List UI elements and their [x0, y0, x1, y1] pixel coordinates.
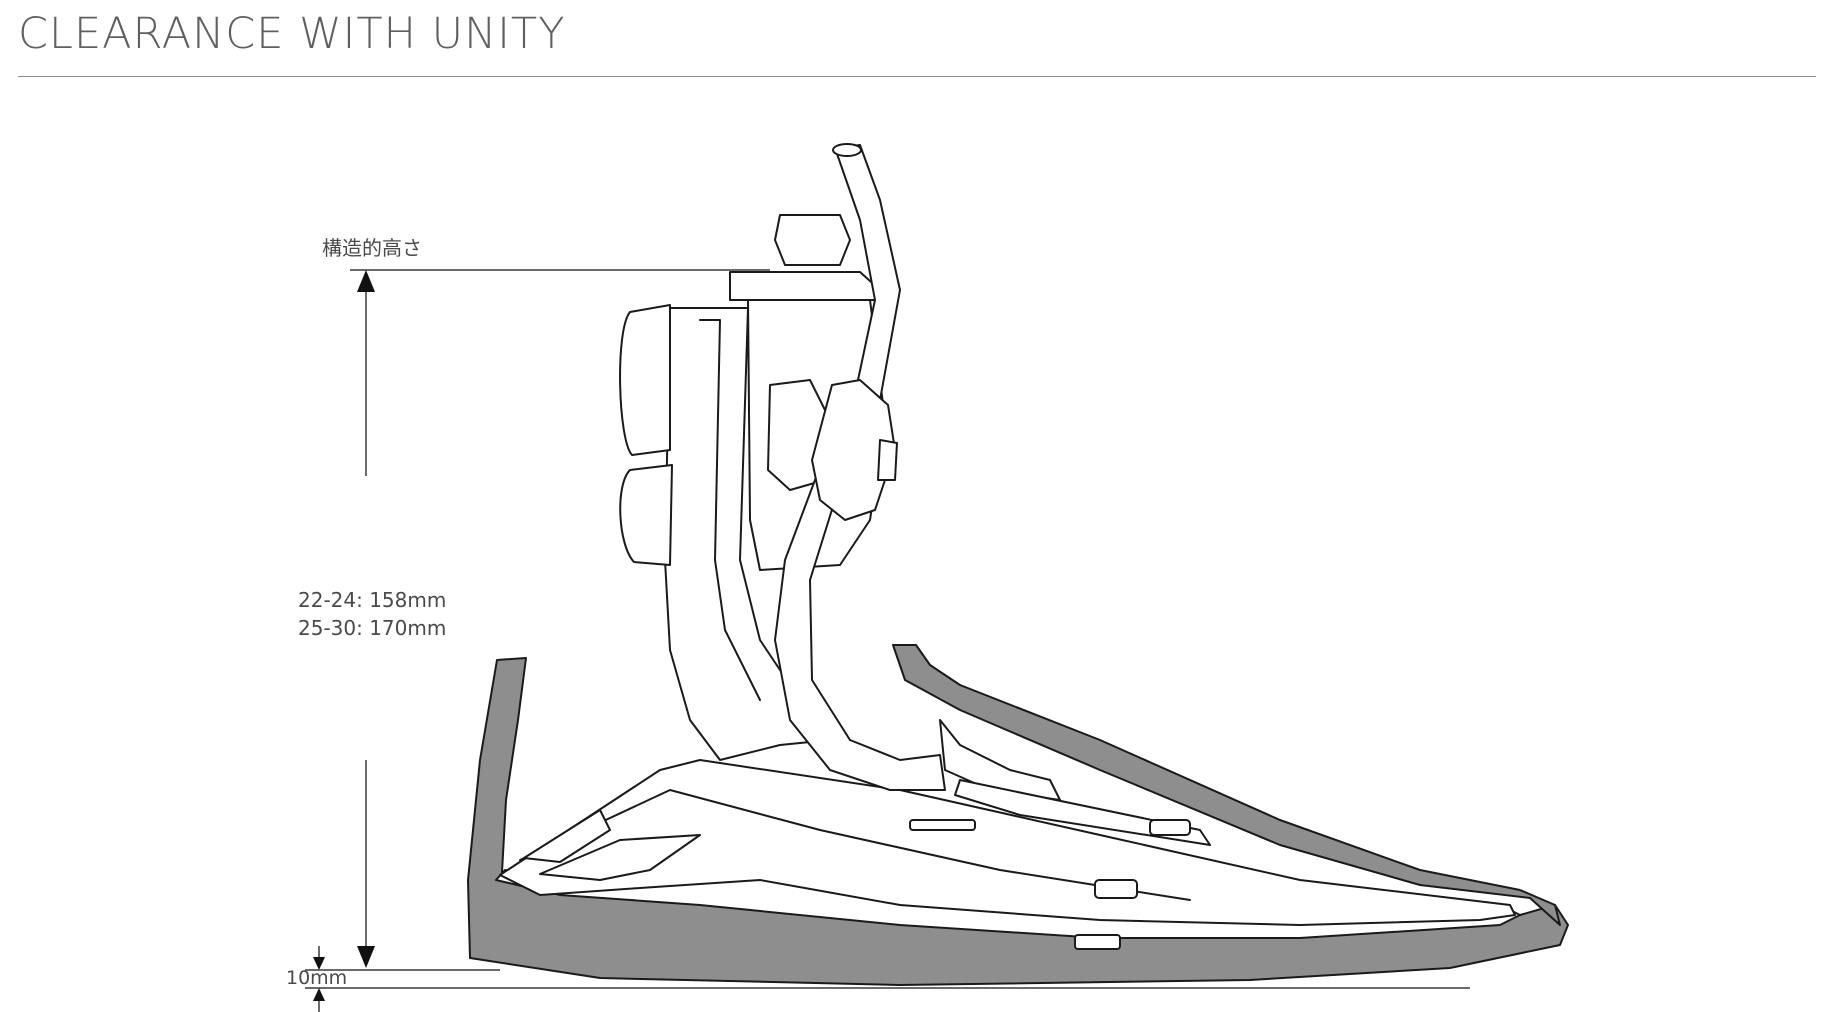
footplate — [499, 759, 1516, 926]
tube-end-icon — [832, 143, 862, 157]
clearance-dimension — [305, 946, 1470, 1012]
cushion-upper — [619, 304, 671, 456]
front-bracket — [939, 719, 1061, 801]
tube-clip-tab — [877, 439, 898, 481]
structural-height-label: 構造的高さ — [322, 236, 422, 260]
arrow-down-icon — [357, 946, 375, 968]
size-value-25-30: 25-30: 170mm — [298, 616, 447, 640]
prosthetic-foot-icon — [467, 143, 1569, 986]
arch-insert — [539, 834, 701, 881]
foot-shell-top — [892, 644, 1561, 926]
cushion-lower — [619, 464, 673, 566]
pyramid-adapter — [729, 271, 881, 301]
arrow-up-icon — [313, 988, 325, 1001]
ankle-spring-inner — [699, 319, 761, 701]
bolt-icon — [1074, 934, 1121, 950]
height-dimension — [350, 269, 770, 968]
ankle-spring — [664, 307, 831, 761]
arrow-down-icon — [313, 957, 325, 970]
tube-clip — [811, 379, 896, 521]
pyramid-top — [774, 214, 851, 266]
plate-slot — [909, 819, 976, 831]
arrow-up-icon — [357, 270, 375, 292]
title-divider — [18, 76, 1816, 77]
clearance-label: 10mm — [286, 967, 348, 989]
page-title: CLEARANCE WITH UNITY — [18, 9, 566, 59]
bolt-icon — [1094, 879, 1138, 899]
bolt-icon — [1149, 819, 1191, 836]
footplate-rib — [519, 789, 1191, 901]
size-value-22-24: 22-24: 158mm — [298, 588, 447, 612]
heel-wedge — [523, 809, 611, 863]
